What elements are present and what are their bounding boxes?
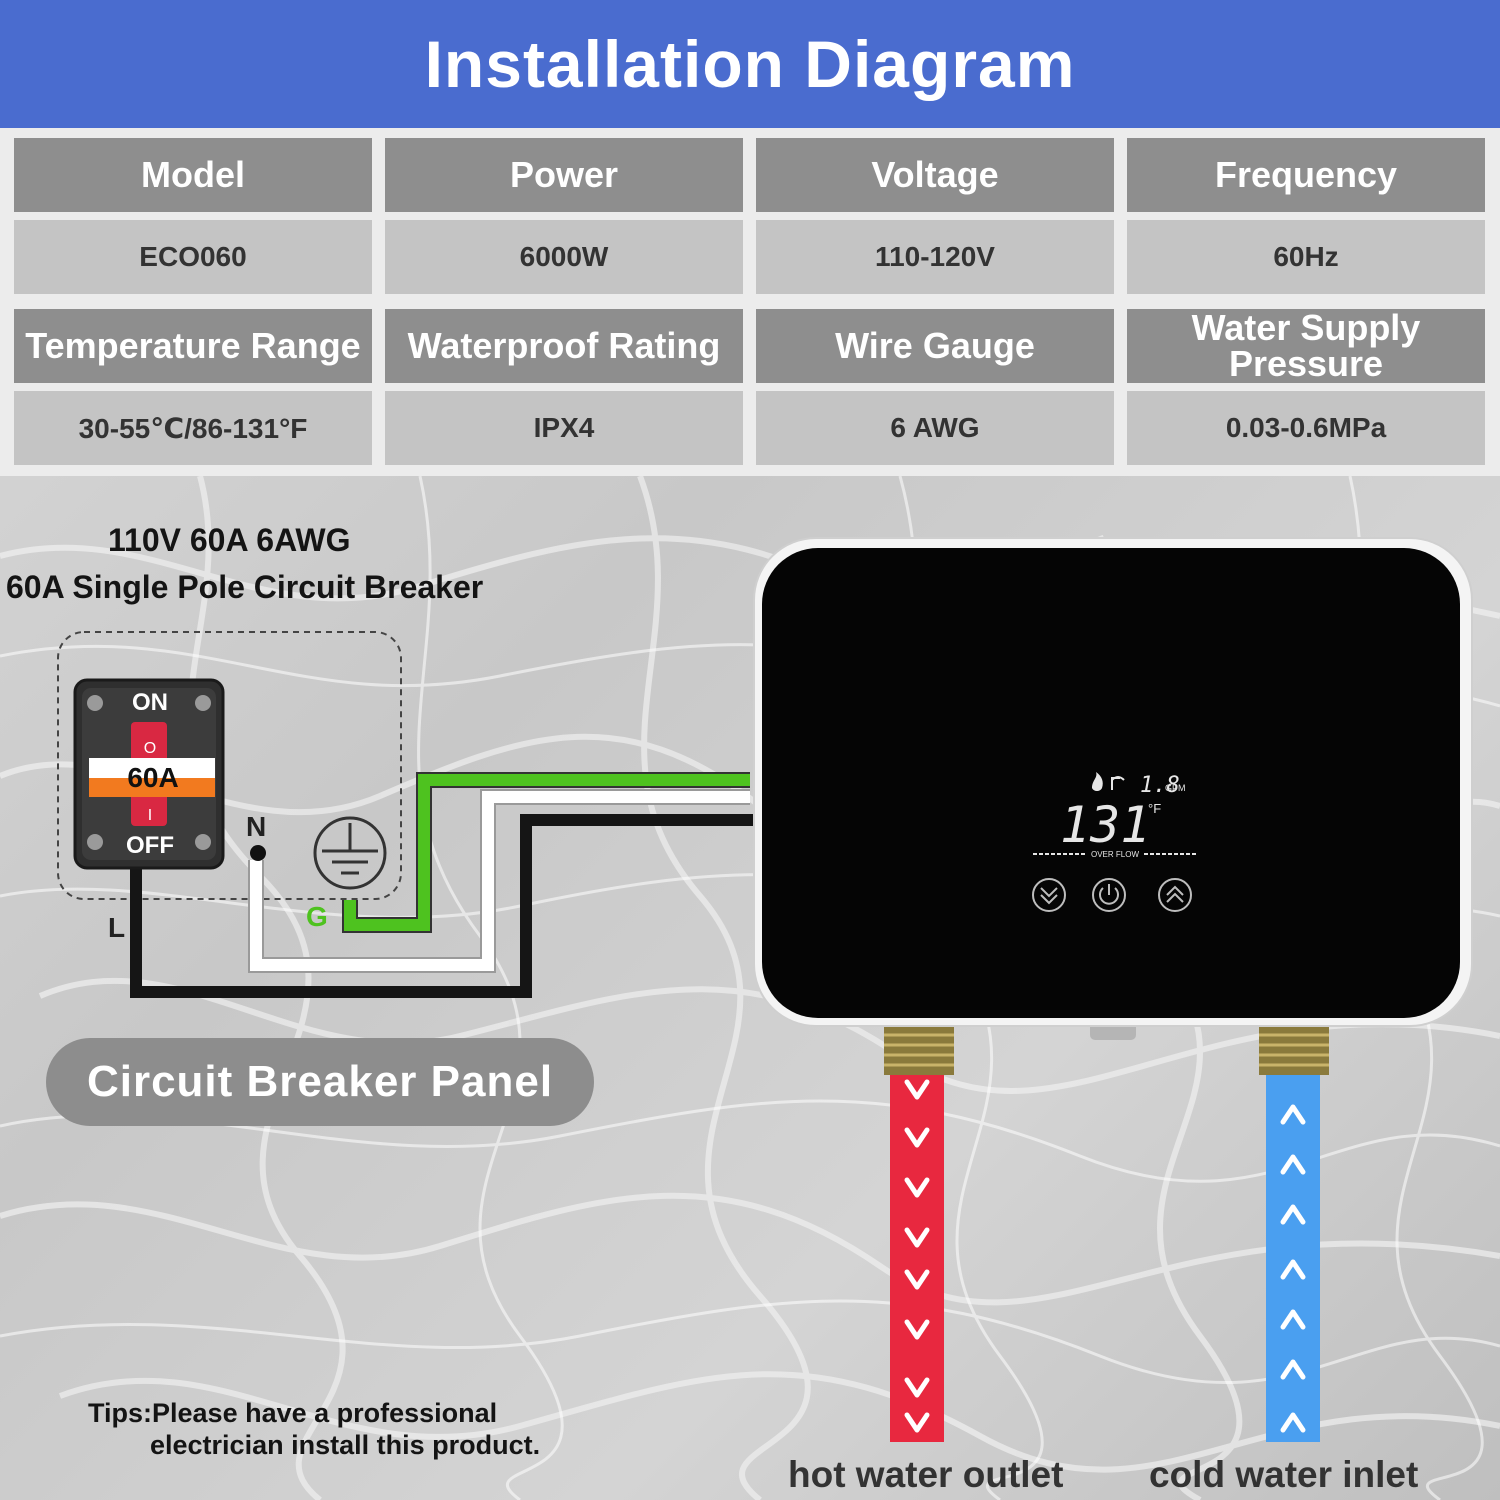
ground-label: G: [306, 901, 328, 932]
water-heater-unit: 1.8 GPM 131 °F OVER FLOW: [753, 537, 1473, 1040]
cold-water-pipe: [1259, 1025, 1329, 1442]
breaker-enclosure: [57, 631, 402, 900]
breaker-on-label: ON: [132, 689, 168, 716]
tips-line-1: Tips:Please have a professional: [88, 1398, 498, 1428]
neutral-label: N: [246, 811, 266, 842]
spec-value-model: ECO060: [14, 220, 372, 294]
hot-pipe-fitting: [884, 1025, 954, 1075]
spec-value-waterproof-rating: IPX4: [385, 391, 743, 465]
display-status: OVER FLOW: [1091, 850, 1139, 859]
circuit-breaker-panel-label: Circuit Breaker Panel: [46, 1038, 594, 1126]
heater-display: 1.8 GPM 131 °F OVER FLOW: [1033, 772, 1197, 859]
hot-water-pipe: [884, 1025, 954, 1442]
neutral-terminal: [250, 845, 266, 861]
spec-header-temperature-range: Temperature Range: [14, 309, 372, 383]
chevron-up-icon: [1166, 885, 1184, 903]
spec-value-temperature-range: 30-55℃/86-131°F: [14, 391, 372, 465]
breaker-spec-caption: 110V 60A 6AWG: [108, 522, 351, 558]
breaker-on-symbol: O: [144, 740, 156, 757]
breaker-off-symbol: I: [148, 807, 152, 824]
display-temp-value: 131: [1060, 796, 1150, 854]
ground-wire: [344, 774, 750, 931]
spec-value-water-supply-pressure: 0.03-0.6MPa: [1127, 391, 1485, 465]
ground-symbol-icon: [313, 816, 387, 890]
shower-icon: [1111, 776, 1125, 790]
flow-up-arrows-icon: [1280, 1104, 1306, 1433]
display-flow-unit: GPM: [1165, 783, 1186, 793]
screw-icon: [195, 695, 211, 711]
breaker-off-label: OFF: [126, 832, 174, 859]
spec-value-voltage: 110-120V: [756, 220, 1114, 294]
temp-down-button[interactable]: [1032, 878, 1066, 912]
spec-header-wire-gauge: Wire Gauge: [756, 309, 1114, 383]
hot-water-outlet-label: hot water outlet: [788, 1454, 1064, 1495]
neutral-wire: [250, 791, 750, 971]
spec-value-wire-gauge: 6 AWG: [756, 391, 1114, 465]
power-button[interactable]: [1092, 878, 1126, 912]
line-label: L: [108, 912, 125, 943]
page-title: Installation Diagram: [424, 27, 1076, 101]
spec-header-waterproof-rating: Waterproof Rating: [385, 309, 743, 383]
display-temp-unit: °F: [1148, 801, 1161, 816]
spec-header-voltage: Voltage: [756, 138, 1114, 212]
header-banner: Installation Diagram: [0, 0, 1500, 128]
breaker-type-caption: 60A Single Pole Circuit Breaker: [6, 569, 484, 605]
line-wire: [130, 814, 755, 998]
breaker-rating-label: 60A: [127, 762, 178, 793]
cold-pipe-fitting: [1259, 1025, 1329, 1075]
flame-icon: [1092, 772, 1103, 791]
circuit-breaker: ON O 60A I OFF: [73, 678, 225, 870]
spec-header-water-supply-pressure: Water Supply Pressure: [1127, 309, 1485, 383]
screw-icon: [195, 834, 211, 850]
spec-table: Model Power Voltage Frequency ECO060 600…: [0, 128, 1500, 476]
screw-icon: [87, 834, 103, 850]
temp-up-button[interactable]: [1158, 878, 1192, 912]
display-flow-value: 1.8: [1140, 773, 1180, 798]
spec-header-power: Power: [385, 138, 743, 212]
chevron-down-icon: [1040, 887, 1058, 905]
power-icon: [1099, 884, 1119, 905]
cold-water-inlet-label: cold water inlet: [1149, 1454, 1419, 1495]
spec-header-model: Model: [14, 138, 372, 212]
screw-icon: [87, 695, 103, 711]
spec-header-frequency: Frequency: [1127, 138, 1485, 212]
tips-line-2: electrician install this product.: [150, 1430, 541, 1460]
flow-down-arrows-icon: [904, 1079, 930, 1433]
spec-value-power: 6000W: [385, 220, 743, 294]
spec-value-frequency: 60Hz: [1127, 220, 1485, 294]
